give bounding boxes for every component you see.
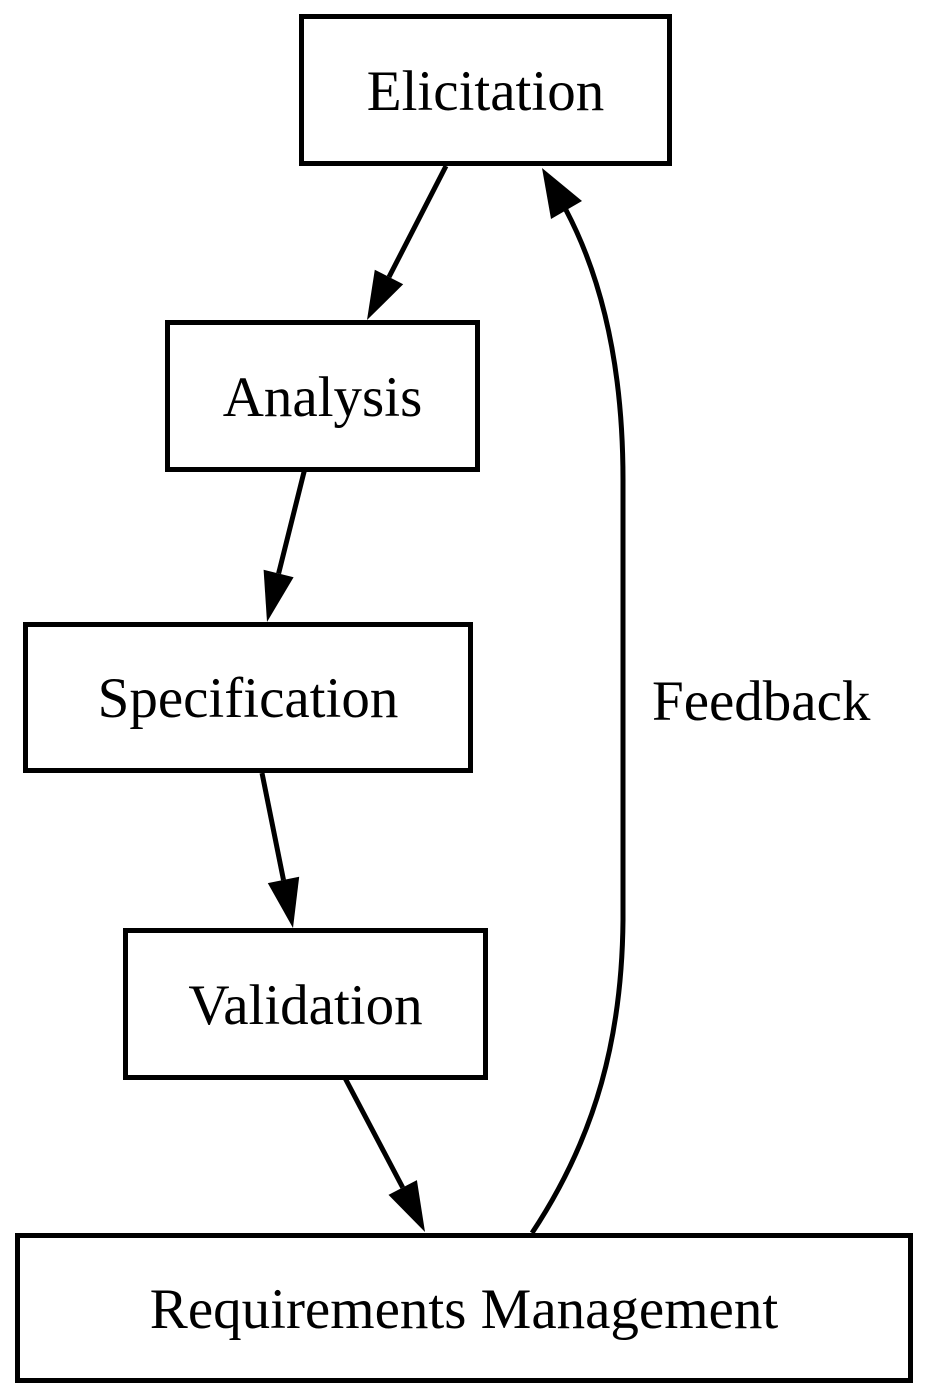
node-label: Analysis [223, 366, 423, 429]
node-box [15, 1233, 913, 1383]
edge-shaft [342, 1076, 405, 1189]
arrowhead [388, 1180, 425, 1232]
arrowhead [267, 876, 300, 928]
edge-shaft [529, 208, 626, 1235]
node-elicitation: Elicitation [299, 14, 672, 166]
edge-shaft [386, 164, 449, 279]
edge-label-feedback: Feedback [652, 670, 871, 733]
edge-elicitation-to-analysis [367, 164, 449, 320]
node-box [23, 622, 473, 773]
node-label: Elicitation [367, 60, 604, 123]
edge-validation-to-requirements-management [342, 1076, 425, 1232]
node-requirements-management: Requirements Management [15, 1233, 913, 1383]
node-box [299, 14, 672, 166]
edge-analysis-to-specification [263, 467, 308, 622]
edge-shaft [276, 467, 308, 575]
node-label: Validation [188, 974, 422, 1037]
node-label: Specification [98, 667, 399, 730]
node-label: Requirements Management [150, 1278, 779, 1341]
edge-specification-to-validation [259, 772, 300, 928]
node-validation: Validation [123, 928, 488, 1080]
node-box [123, 928, 488, 1080]
node-specification: Specification [23, 622, 473, 773]
arrowhead [367, 269, 404, 320]
node-box [165, 320, 480, 472]
node-analysis: Analysis [165, 320, 480, 472]
arrowhead [263, 569, 294, 622]
edge-feedback: Feedback [529, 168, 871, 1235]
arrowhead [542, 168, 582, 219]
edge-shaft [259, 772, 286, 881]
